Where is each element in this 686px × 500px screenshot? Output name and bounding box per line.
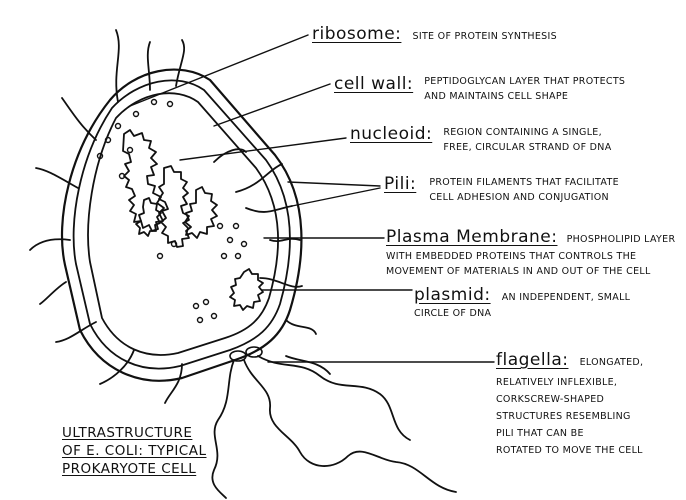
plasma-membrane-desc-rest: WITH EMBEDDED PROTEINS THAT CONTROLS THE… [386,251,651,277]
nucleoid-label: nucleoid: REGION CONTAINING A SINGLE, FR… [350,126,612,155]
plasmid-desc-2: CIRCLE OF DNA [414,308,492,319]
plasma-membrane-term: Plasma Membrane: [386,227,558,247]
nucleoid-desc: REGION CONTAINING A SINGLE, FREE, CIRCUL… [443,127,612,153]
pili-desc: PROTEIN FILAMENTS THAT FACILITATE CELL A… [429,177,619,203]
nucleoid-dna-3 [182,186,218,239]
flagella-tails [211,355,457,499]
ribosome-desc: SITE OF PROTEIN SYNTHESIS [412,31,557,42]
plasma-membrane-label: Plasma Membrane: PHOSPHOLIPID LAYER WITH… [386,229,675,279]
cell-wall-desc: PEPTIDOGLYCAN LAYER THAT PROTECTS AND MA… [424,76,626,102]
cell-wall-inner [72,79,291,370]
plasma-membrane-desc-1: PHOSPHOLIPID LAYER [566,234,676,245]
ribosome-term: ribosome: [312,24,402,44]
pili-term: Pili: [384,174,417,194]
nucleoid-dna-4 [135,197,162,237]
nucleoid-dna [122,129,165,232]
plasma-membrane-outline [87,92,279,356]
leader-lines [129,34,495,363]
title-line-3: PROKARYOTE CELL [62,461,197,477]
flagella-desc-1: ELONGATED, [579,357,644,368]
pili-filaments [29,29,331,404]
plasmid-desc-1: AN INDEPENDENT, SMALL [501,292,631,303]
cell-wall-term: cell wall: [334,74,414,94]
ribosome-label: ribosome: SITE OF PROTEIN SYNTHESIS [312,26,557,44]
flagella-term: flagella: [496,350,569,370]
plasmid-dna [229,268,264,311]
title-line-1: ULTRASTRUCTURE [62,425,193,441]
cell-wall-label: cell wall: PEPTIDOGLYCAN LAYER THAT PROT… [334,76,625,104]
flagella-desc-rest: RELATIVELY INFLEXIBLE, CORKSCREW-SHAPED … [496,377,643,456]
flagellum-base-left [229,350,247,362]
title-line-2: OF E. COLI: TYPICAL [62,443,207,459]
pili-label: Pili: PROTEIN FILAMENTS THAT FACILITATE … [384,176,619,205]
flagella-label: flagella: ELONGATED, RELATIVELY INFLEXIB… [496,352,643,459]
ribosomes [96,98,248,324]
flagellum-base-right [245,346,263,358]
diagram-title: ULTRASTRUCTURE OF E. COLI: TYPICAL PROKA… [62,424,207,478]
nucleoid-dna-2 [158,165,192,248]
nucleoid-term: nucleoid: [350,124,433,144]
cell-wall-outline [60,68,303,382]
plasmid-term: plasmid: [414,285,491,305]
plasmid-label: plasmid: AN INDEPENDENT, SMALL CIRCLE OF… [414,287,630,321]
